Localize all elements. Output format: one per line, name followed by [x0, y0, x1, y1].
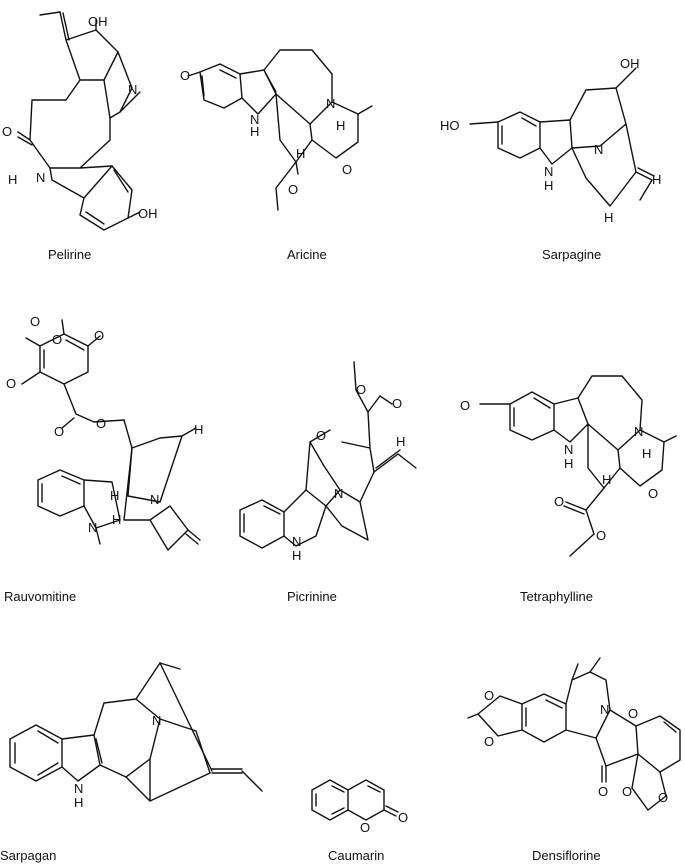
- atom-label: H: [112, 512, 121, 527]
- atom-label: H: [642, 446, 651, 461]
- atom-label: N: [150, 492, 159, 507]
- structure-aricine: O N H N H H O O: [180, 49, 373, 211]
- atom-label: N: [88, 520, 97, 535]
- atom-label: O: [460, 398, 470, 413]
- atom-label: N: [600, 702, 609, 717]
- compound-name-caumarin: Caumarin: [328, 848, 385, 863]
- atom-label: H: [8, 172, 17, 187]
- atom-label: O: [360, 820, 370, 835]
- structure-pelirine: OH N O H N OH: [2, 11, 158, 231]
- atom-label: N: [292, 534, 301, 549]
- atom-label: H: [602, 472, 611, 487]
- atom-label: OH: [138, 206, 158, 221]
- atom-label: N: [152, 713, 161, 728]
- atom-label: O: [342, 162, 352, 177]
- atom-label: O: [628, 706, 638, 721]
- atom-label: O: [94, 328, 104, 343]
- atom-label: O: [648, 486, 658, 501]
- atom-label: O: [54, 424, 64, 439]
- atom-label: O: [554, 494, 564, 509]
- atom-label: O: [180, 68, 190, 83]
- atom-label: OH: [88, 14, 108, 29]
- atom-label: N: [36, 170, 45, 185]
- atom-label: H: [604, 210, 613, 225]
- compound-name-sarpagan: Sarpagan: [0, 848, 57, 863]
- compound-name-picrinine: Picrinine: [287, 589, 337, 604]
- atom-label: N: [594, 142, 603, 157]
- atom-label: O: [658, 790, 668, 805]
- atom-label: O: [52, 332, 62, 347]
- atom-label: O: [356, 382, 366, 397]
- atom-label: H: [544, 178, 553, 193]
- structure-caumarin: O O: [311, 779, 408, 835]
- atom-label: O: [596, 528, 606, 543]
- atom-label: O: [6, 376, 16, 391]
- structure-rauvomitine: O O O O O O H H N N H: [6, 314, 203, 551]
- atom-label: H: [194, 422, 203, 437]
- atom-label: HO: [440, 118, 460, 133]
- atom-label: N: [128, 82, 137, 97]
- structure-densiflorine: O O N O O O O: [467, 657, 681, 811]
- atom-label: N: [544, 164, 553, 179]
- atom-label: O: [398, 810, 408, 825]
- compound-name-tetraphylline: Tetraphylline: [520, 589, 593, 604]
- structure-sarpagine: HO OH N H N H H: [440, 56, 661, 225]
- atom-label: N: [250, 112, 259, 127]
- atom-label: N: [634, 424, 643, 439]
- atom-label: H: [110, 488, 119, 503]
- atom-label: N: [564, 442, 573, 457]
- atom-label: O: [484, 688, 494, 703]
- atom-label: H: [250, 124, 259, 139]
- compound-name-pelirine: Pelirine: [48, 247, 92, 262]
- atom-label: N: [74, 781, 83, 796]
- atom-label: O: [598, 784, 608, 799]
- structure-picrinine: O N O O H N H: [239, 361, 417, 563]
- atom-label: O: [30, 314, 40, 329]
- atom-label: H: [652, 172, 661, 187]
- atom-label: O: [2, 124, 12, 139]
- atom-label: O: [288, 182, 298, 197]
- atom-label: H: [74, 795, 83, 810]
- atom-label: N: [334, 486, 343, 501]
- compound-name-rauvomitine: Rauvomitine: [4, 589, 77, 604]
- structure-sarpagan: N H N: [9, 662, 263, 810]
- atom-label: N: [326, 96, 335, 111]
- atom-label: H: [396, 434, 405, 449]
- structure-tetraphylline: O N H N H H O O O: [460, 375, 677, 557]
- atom-label: O: [484, 734, 494, 749]
- atom-label: O: [392, 396, 402, 411]
- atom-label: H: [336, 118, 345, 133]
- atom-label: H: [564, 456, 573, 471]
- atom-label: OH: [620, 56, 640, 71]
- atom-label: O: [96, 416, 106, 431]
- compound-name-sarpagine: Sarpagine: [542, 247, 602, 262]
- atom-label: H: [296, 146, 305, 161]
- atom-label: O: [316, 428, 326, 443]
- compound-name-aricine: Aricine: [287, 247, 327, 262]
- atom-label: O: [622, 784, 632, 799]
- atom-label: H: [292, 548, 301, 563]
- compound-name-densiflorine: Densiflorine: [532, 848, 601, 863]
